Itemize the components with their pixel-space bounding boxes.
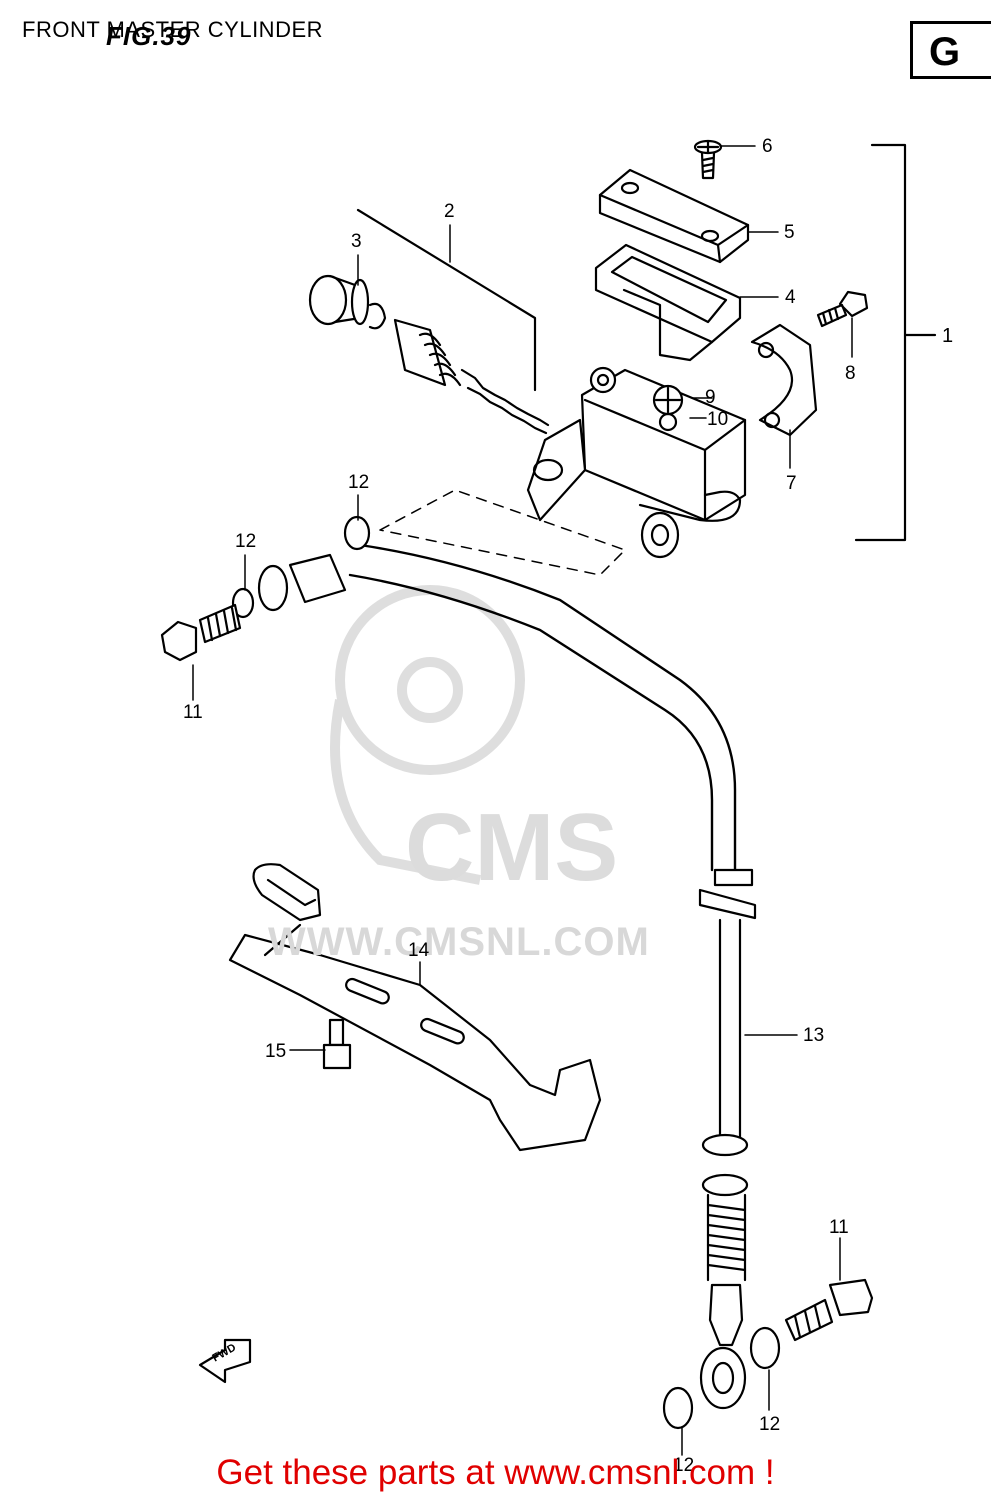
callout-9: 9 bbox=[705, 387, 716, 408]
callout-3: 3 bbox=[351, 231, 362, 252]
piston-assembly bbox=[308, 274, 550, 435]
bracket-14 bbox=[228, 863, 602, 1152]
watermark-brand: CMS bbox=[405, 794, 619, 901]
banjo-bolt-11-upper bbox=[160, 603, 242, 662]
callout-4: 4 bbox=[785, 287, 796, 308]
callout-14: 14 bbox=[408, 940, 430, 961]
bolt-8 bbox=[816, 290, 869, 328]
reservoir-cap-5 bbox=[598, 168, 750, 264]
callout-11-upper: 11 bbox=[183, 702, 203, 723]
watermark-mascot bbox=[330, 585, 525, 885]
callout-12-d: 12 bbox=[673, 1455, 695, 1476]
master-cylinder-body bbox=[526, 366, 747, 559]
screw-6 bbox=[693, 139, 723, 180]
callout-10: 10 bbox=[707, 409, 729, 430]
diaphragm-4 bbox=[594, 243, 742, 362]
callout-13: 13 bbox=[803, 1025, 825, 1046]
callout-5: 5 bbox=[784, 222, 795, 243]
callout-12-c: 12 bbox=[759, 1414, 781, 1435]
callout-11-lower: 11 bbox=[829, 1217, 849, 1238]
group-bracket bbox=[854, 143, 937, 542]
callout-15: 15 bbox=[265, 1041, 287, 1062]
callout-12-b: 12 bbox=[235, 531, 257, 552]
diagram-title: FRONT MASTER CYLINDER bbox=[22, 17, 324, 42]
callout-2: 2 bbox=[444, 201, 455, 222]
figure-number: FIG.39 bbox=[106, 21, 192, 51]
promo-banner[interactable]: Get these parts at www.cmsnl.com ! bbox=[216, 1453, 775, 1492]
piston-bracket bbox=[356, 208, 537, 392]
banjo-bolt-11-lower bbox=[662, 1278, 874, 1430]
leader-lines bbox=[192, 145, 853, 1456]
callout-7: 7 bbox=[786, 473, 797, 494]
callout-6: 6 bbox=[762, 136, 773, 157]
clamp-7 bbox=[750, 323, 818, 437]
dashed-assembly-line bbox=[379, 489, 626, 576]
upper-banjo-fitting bbox=[231, 515, 371, 619]
group-box: G bbox=[910, 21, 991, 79]
brake-hose-13 bbox=[348, 543, 757, 1410]
watermark-url: WWW.CMSNL.COM bbox=[268, 920, 650, 964]
fwd-arrow-icon bbox=[198, 1338, 252, 1384]
callout-8: 8 bbox=[845, 363, 856, 384]
callout-1: 1 bbox=[942, 325, 954, 347]
group-letter: G bbox=[929, 30, 961, 74]
bolt-15 bbox=[322, 1018, 352, 1070]
callout-12-a: 12 bbox=[348, 472, 370, 493]
